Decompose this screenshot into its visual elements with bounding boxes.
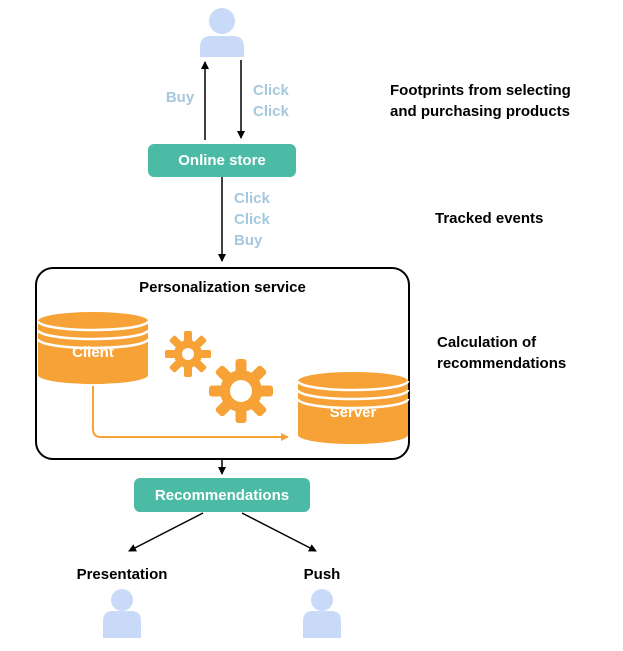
person-icon: [103, 589, 141, 638]
buy-label: Buy: [165, 89, 195, 106]
tracked-events-annotation: Tracked events: [435, 210, 544, 227]
person-icon: [303, 589, 341, 638]
presentation-label: Presentation: [76, 566, 168, 583]
database-icon: [36, 312, 150, 384]
push-arrow: [241, 512, 317, 552]
service-title: Personalization service: [139, 279, 306, 296]
presentation-arrow: [128, 512, 204, 552]
client-db-label: Client: [72, 344, 114, 361]
person-icon: [200, 8, 244, 57]
client-to-server-arrow: [92, 386, 289, 441]
database-icon: [296, 372, 410, 444]
gears-icon: [165, 331, 273, 423]
calculation-annotation: Calculation of recommendations: [437, 334, 567, 372]
tracked-events-values-label: Click Click Buy: [234, 190, 270, 249]
click-click-label: Click Click: [253, 82, 289, 120]
footprints-annotation: Footprints from selecting and purchasing…: [390, 82, 571, 120]
online-store-node: Online store: [148, 144, 296, 177]
server-db-label: Server: [329, 404, 377, 421]
push-label: Push: [303, 566, 341, 583]
recommendations-node: Recommendations: [134, 478, 310, 512]
